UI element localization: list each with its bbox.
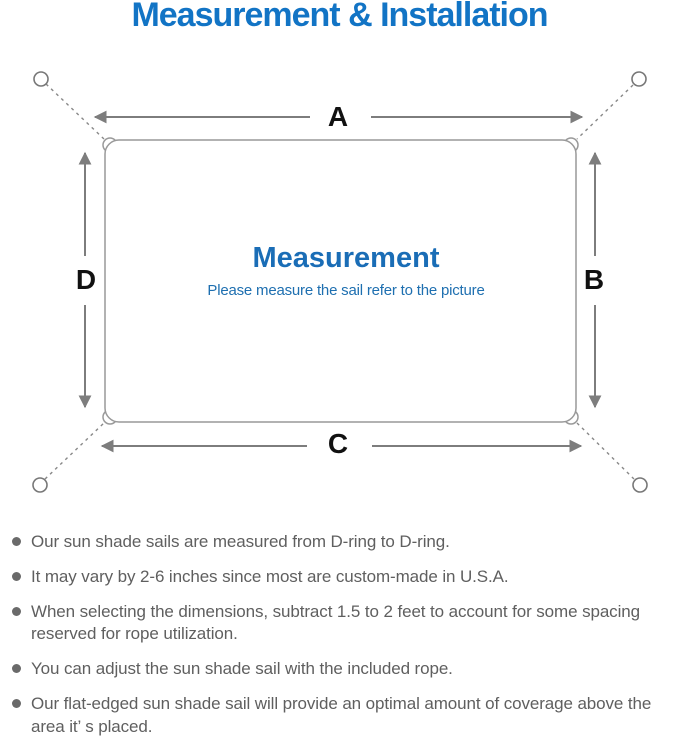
notes-list: Our sun shade sails are measured from D-… (10, 531, 658, 739)
anchor-ring-icon-bottom-right (632, 477, 648, 493)
note-item: You can adjust the sun shade sail with t… (10, 658, 658, 680)
dimension-label-d: D (75, 264, 97, 295)
anchor-ring-icon-bottom-left (32, 477, 48, 493)
note-text: Our flat-edged sun shade sail will provi… (31, 694, 652, 736)
bullet-icon (12, 572, 21, 582)
measurement-diagram (32, 71, 648, 493)
rope-dashed-line-top-left (45, 83, 105, 140)
sail-center-text: Measurement Please measure the sail refe… (146, 242, 546, 300)
note-text: Our sun shade sails are measured from D-… (31, 532, 450, 551)
note-item: Our sun shade sails are measured from D-… (10, 531, 658, 553)
rope-dashed-line-top-right (576, 84, 634, 140)
dimension-label-a: A (327, 101, 349, 132)
note-item: It may vary by 2-6 inches since most are… (10, 566, 658, 588)
note-item: When selecting the dimensions, subtract … (10, 601, 658, 645)
page-title: Measurement & Installation (131, 0, 548, 34)
note-text: When selecting the dimensions, subtract … (31, 602, 640, 644)
rope-dashed-line-bottom-left (44, 422, 105, 480)
anchor-ring-icon-top-right (631, 71, 647, 87)
note-text: You can adjust the sun shade sail with t… (31, 659, 453, 679)
bullet-icon (12, 699, 21, 709)
note-item: Our flat-edged sun shade sail will provi… (10, 693, 658, 737)
bullet-icon (12, 664, 21, 674)
measurement-subtitle: Please measure the sail refer to the pic… (207, 281, 485, 299)
measurement-heading: Measurement (252, 242, 440, 274)
bullet-icon (12, 537, 21, 546)
anchor-ring-icon-top-left (33, 71, 49, 87)
note-text: It may vary by 2-6 inches since most are… (31, 567, 509, 587)
dimension-label-c: C (327, 428, 349, 459)
bullet-icon (12, 607, 21, 617)
dimension-label-b: B (583, 264, 605, 295)
sail-outline (104, 139, 577, 423)
rope-dashed-line-bottom-right (576, 422, 635, 480)
